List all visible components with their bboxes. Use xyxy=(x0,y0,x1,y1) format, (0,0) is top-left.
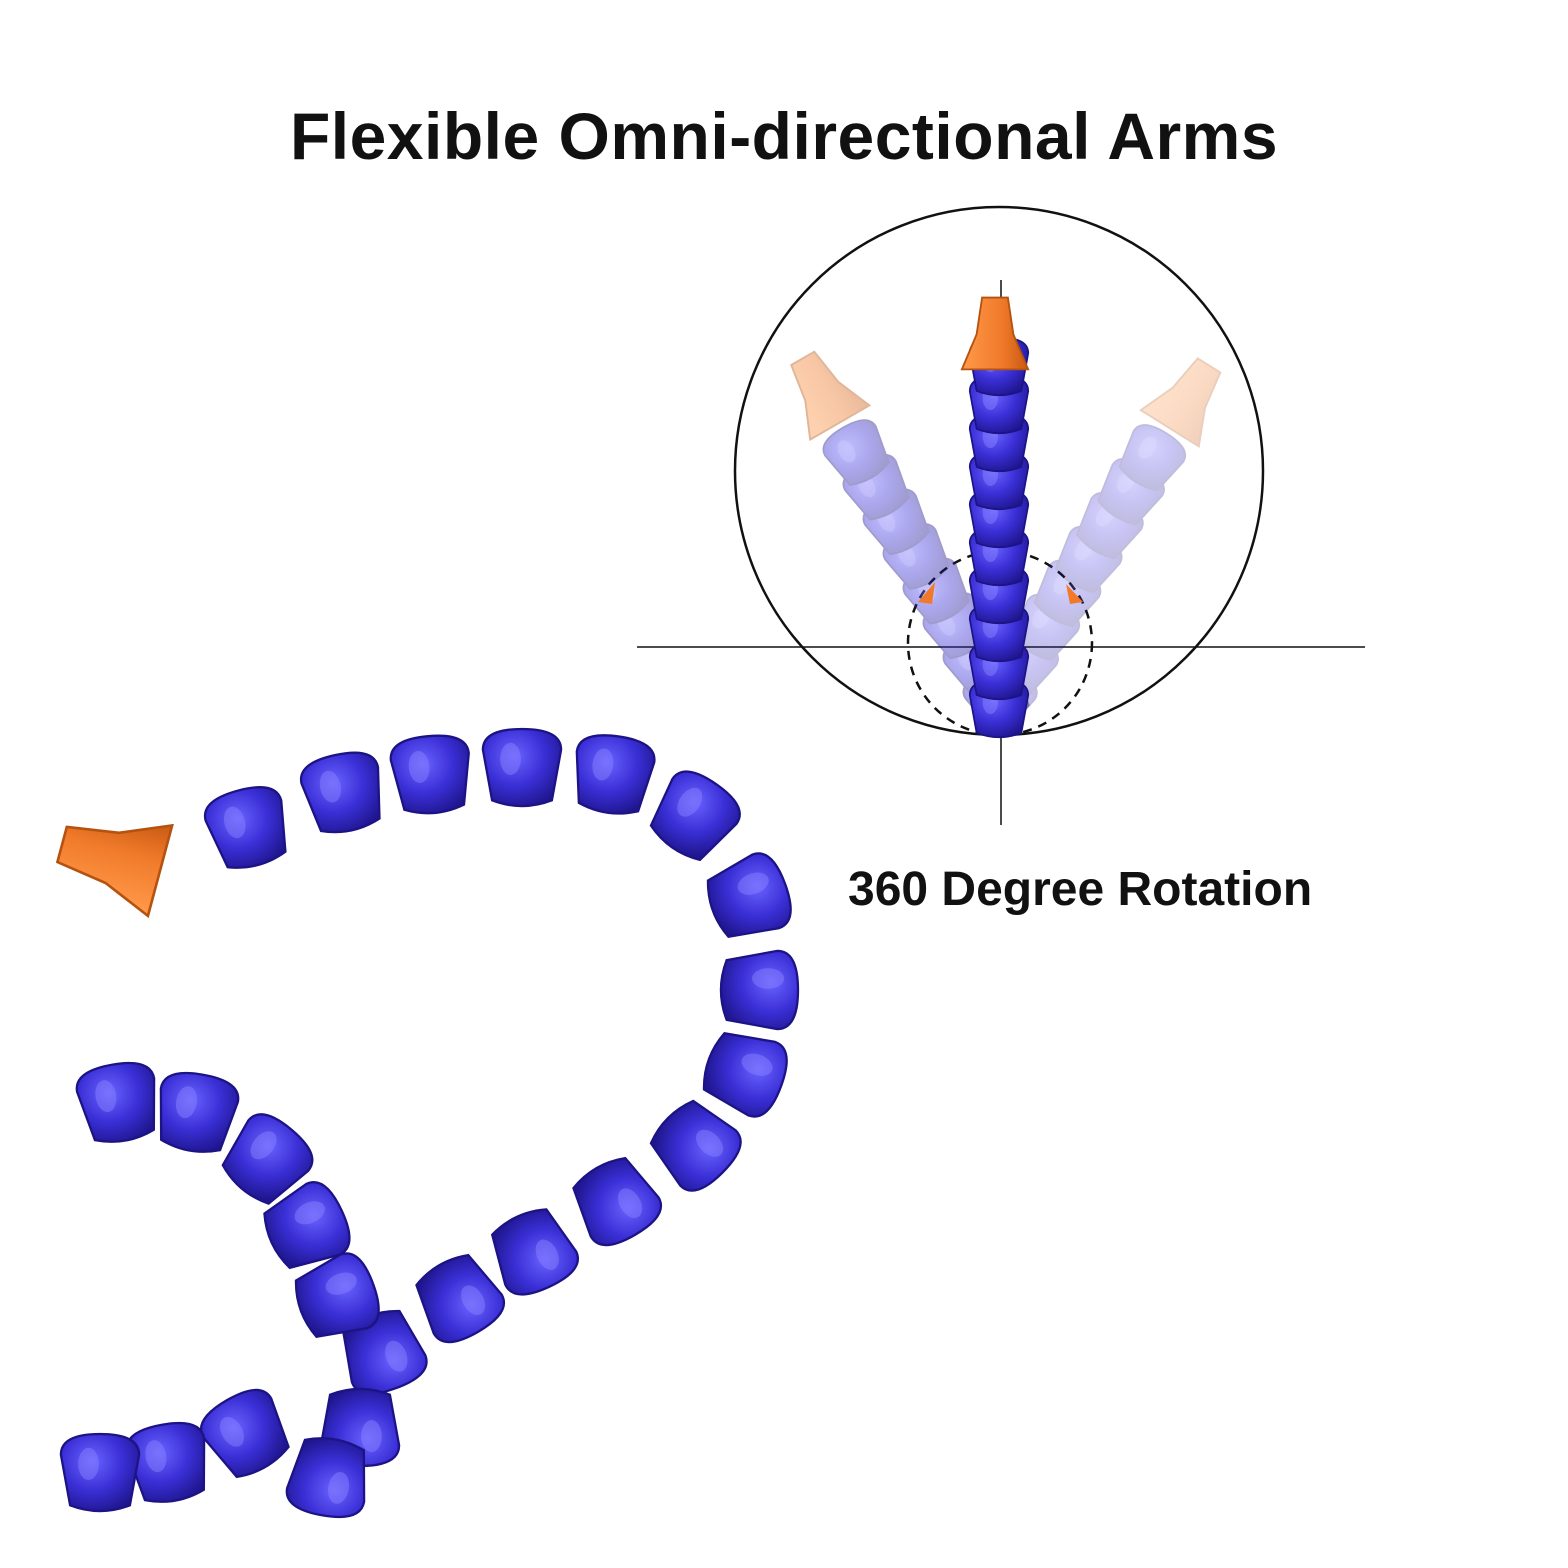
hose-segment xyxy=(481,727,563,808)
hose-segment xyxy=(706,852,792,938)
upright-arm xyxy=(960,296,1030,739)
hose-segment xyxy=(125,1421,206,1503)
hose-segment xyxy=(575,734,656,815)
hose-segment xyxy=(572,1156,663,1247)
hose-segment xyxy=(285,1437,366,1519)
curved-arrow-icon xyxy=(918,582,935,604)
nozzle-tip xyxy=(55,823,174,919)
nozzle-tip xyxy=(960,296,1030,371)
hose-segment xyxy=(75,1061,156,1143)
hose-segment xyxy=(702,1032,788,1118)
nozzle-tip xyxy=(790,350,872,442)
hose-segment xyxy=(415,1253,506,1344)
hose-segment xyxy=(719,949,800,1031)
hose-segment xyxy=(203,786,287,869)
hose-segment xyxy=(822,419,890,487)
headline: Flexible Omni-directional Arms xyxy=(289,99,1279,173)
hose-segment xyxy=(294,1252,380,1338)
hose-segment xyxy=(389,734,470,815)
flexible-arm-loop xyxy=(55,727,800,1519)
rotation-caption: 360 Degree Rotation xyxy=(848,863,1313,916)
hose-segment xyxy=(1118,424,1187,492)
hose-segment xyxy=(649,770,741,862)
hose-segment xyxy=(199,1388,290,1479)
rotation-diagram-icon xyxy=(637,205,1365,825)
hose-segment xyxy=(649,1099,742,1192)
nozzle-tip xyxy=(1139,357,1222,448)
hose-segment xyxy=(299,751,381,834)
hose-segment xyxy=(159,1071,240,1153)
hose-segment xyxy=(490,1208,579,1296)
hose-segment xyxy=(263,1181,351,1270)
hose-segment xyxy=(221,1113,314,1205)
hose-segment xyxy=(59,1432,141,1513)
curved-arrow-icon xyxy=(1066,584,1083,604)
